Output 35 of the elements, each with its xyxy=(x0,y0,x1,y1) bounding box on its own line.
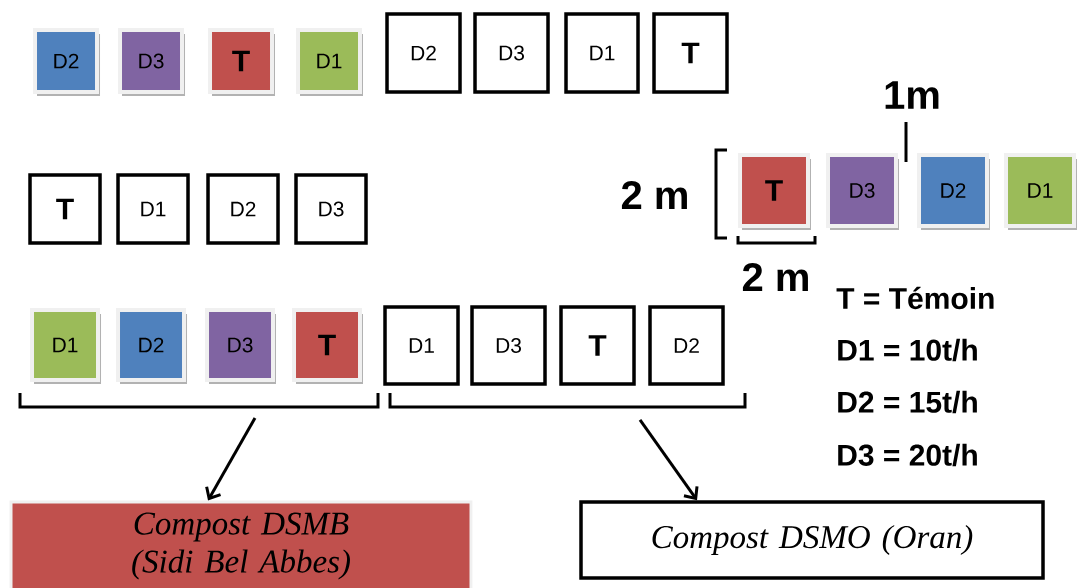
plot-square: D3 xyxy=(294,173,368,245)
arrow xyxy=(205,417,257,501)
plot-square: D2 xyxy=(206,173,280,245)
plot-square: T xyxy=(28,173,102,245)
dimension-label: 1m xyxy=(885,81,939,109)
plot-square: D1 xyxy=(383,305,460,386)
arrow xyxy=(638,419,699,501)
plot-square: D1 xyxy=(564,12,640,94)
plot-square: D2 xyxy=(648,305,725,386)
plot-square: D2 xyxy=(917,153,990,230)
plot-square: D2 xyxy=(116,308,187,384)
plot-square: D3 xyxy=(118,28,185,96)
plot-square: D1 xyxy=(30,308,101,384)
source-box: Compost DSMO (Oran) xyxy=(579,500,1045,580)
plot-square: T xyxy=(738,153,811,230)
legend-text: T = Témoin xyxy=(836,286,994,310)
plot-square: T xyxy=(292,308,363,384)
plot-square: D3 xyxy=(205,308,276,384)
plot-square: D1 xyxy=(296,28,363,96)
plot-square: D3 xyxy=(826,153,899,230)
dimension-label: 2 m xyxy=(621,181,687,209)
legend-text: D2 = 15t/h xyxy=(838,390,977,414)
plot-square: T xyxy=(208,28,275,96)
plot-square: T xyxy=(652,12,729,94)
plot-square: D3 xyxy=(470,305,547,386)
plot-square: D3 xyxy=(473,12,550,94)
legend-text: D3 = 20t/h xyxy=(838,443,977,467)
plot-square: T xyxy=(559,305,636,386)
plot-square: D2 xyxy=(33,28,100,96)
plot-square: D2 xyxy=(385,12,462,94)
source-box: Compost DSMB (Sidi Bel Abbes) xyxy=(9,500,473,588)
plot-square: D1 xyxy=(116,173,190,245)
legend-text: D1 = 10t/h xyxy=(838,338,977,362)
plot-square: D1 xyxy=(1004,153,1077,230)
dimension-label: 2 m xyxy=(742,263,808,291)
